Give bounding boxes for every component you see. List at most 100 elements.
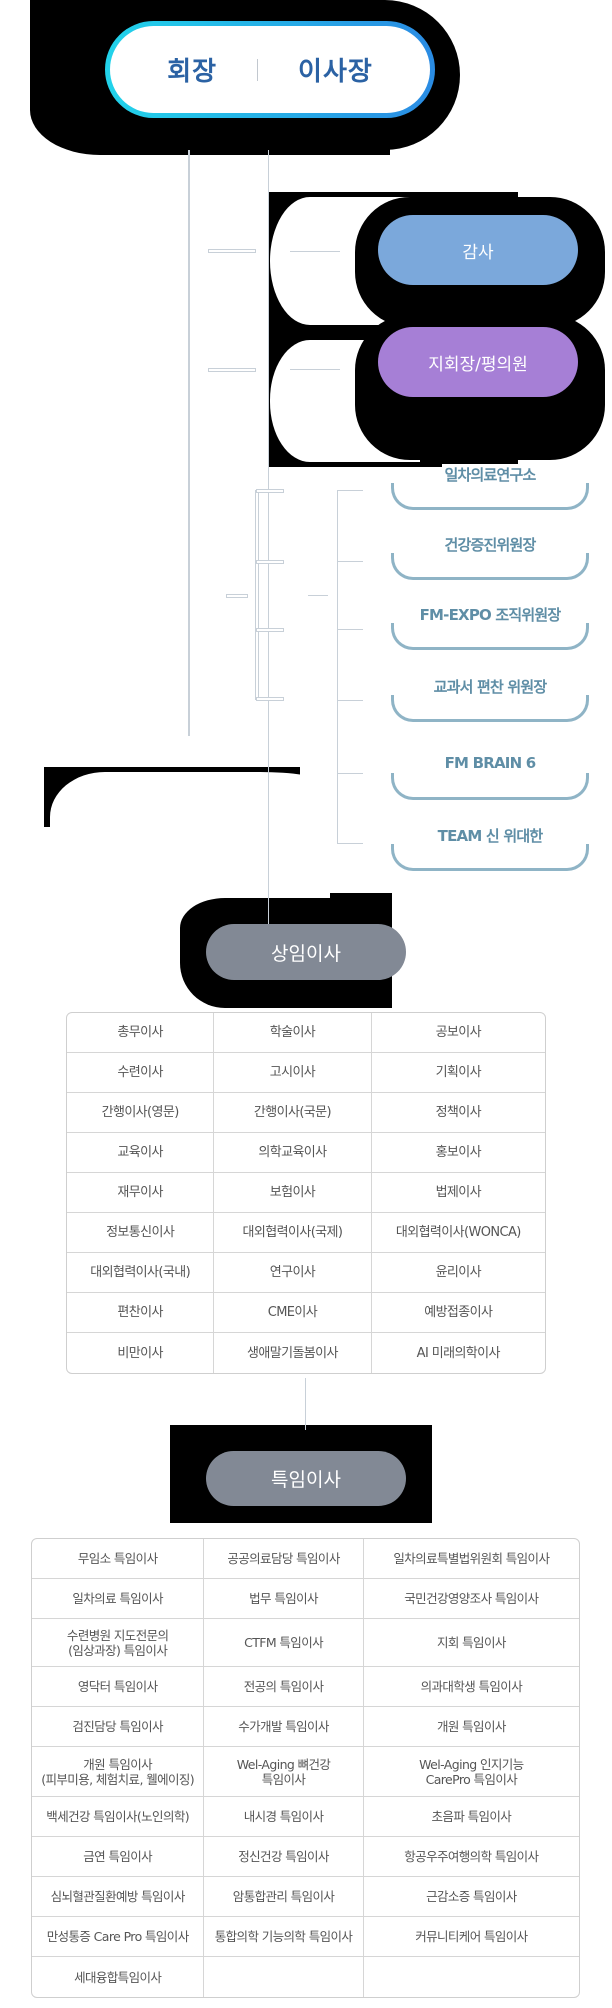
committee-label: 건강증진위원장 xyxy=(442,534,538,555)
table-row: 간행이사(영문)간행이사(국문)정책이사 xyxy=(67,1093,545,1133)
table-cell: 홍보이사 xyxy=(371,1133,545,1173)
table-cell: Wel-Aging 뼈건강 특임이사 xyxy=(204,1747,364,1797)
committee-node: TEAM 신 위대한 xyxy=(390,825,590,871)
branch-council-node: 지회장/평의원 xyxy=(378,327,578,397)
table-cell: 의과대학생 특임이사 xyxy=(363,1667,579,1707)
connector-line xyxy=(337,490,338,844)
committee-label: 교과서 편찬 위원장 xyxy=(431,676,549,697)
auditor-node: 감사 xyxy=(378,215,578,285)
table-cell: 금연 특임이사 xyxy=(32,1837,205,1877)
table-cell: CTFM 특임이사 xyxy=(204,1619,364,1667)
table-cell: 대외협력이사(국내) xyxy=(67,1253,215,1293)
connector-line xyxy=(226,594,248,598)
committee-label: TEAM 신 위대한 xyxy=(435,825,545,846)
table-cell: 재무이사 xyxy=(67,1173,215,1213)
table-cell: 통합의학 기능의학 특임이사 xyxy=(204,1917,364,1957)
table-cell: 무임소 특임이사 xyxy=(32,1539,205,1579)
connector-line xyxy=(337,490,363,491)
table-cell: 공공의료담당 특임이사 xyxy=(204,1539,364,1579)
president-label: 회장 xyxy=(167,57,218,87)
table-cell: 간행이사(영문) xyxy=(67,1093,215,1133)
table-cell: 검진담당 특임이사 xyxy=(32,1707,205,1747)
standing-directors-title: 상임이사 xyxy=(271,942,341,965)
table-cell: 국민건강영양조사 특임이사 xyxy=(363,1579,579,1619)
table-cell: 개원 특임이사 xyxy=(363,1707,579,1747)
table-cell: 보험이사 xyxy=(214,1173,372,1213)
committee-node: 건강증진위원장 xyxy=(390,534,590,580)
table-cell xyxy=(364,1957,579,1997)
connector-line xyxy=(337,843,363,844)
table-cell: 커뮤니티케어 특임이사 xyxy=(363,1917,579,1957)
table-cell: 전공의 특임이사 xyxy=(204,1667,364,1707)
connector-line xyxy=(290,369,340,370)
connector-line xyxy=(337,561,363,562)
table-cell: 비만이사 xyxy=(67,1333,215,1373)
shadow-artifact-mask xyxy=(50,772,320,862)
committee-label: 일차의료연구소 xyxy=(442,464,538,485)
table-cell: AI 미래의학이사 xyxy=(416,1345,501,1361)
table-row: 세대융합특임이사 xyxy=(32,1957,579,1997)
table-cell: 내시경 특임이사 xyxy=(204,1797,364,1837)
committee-node: 교과서 편찬 위원장 xyxy=(390,676,590,722)
committee-node: 일차의료연구소 xyxy=(390,464,590,510)
table-cell: 정신건강 특임이사 xyxy=(204,1837,364,1877)
table-cell: 정보통신이사 xyxy=(67,1213,215,1253)
table-cell: 일차의료특별법위원회 특임이사 xyxy=(363,1539,579,1579)
table-row: 개원 특임이사 (피부미용, 체험치료, 웰에이징)Wel-Aging 뼈건강 … xyxy=(32,1747,579,1797)
divider xyxy=(257,58,259,81)
connector-line xyxy=(256,489,284,493)
table-cell: 심뇌혈관질환예방 특임이사 xyxy=(32,1877,205,1917)
table-cell xyxy=(204,1957,364,1997)
table-cell: 학술이사 xyxy=(214,1013,372,1053)
table-cell: 만성통증 Care Pro 특임이사 xyxy=(32,1917,205,1957)
table-cell: 총무이사 xyxy=(67,1013,215,1053)
table-cell: 편찬이사 xyxy=(67,1293,215,1333)
table-cell: 수가개발 특임이사 xyxy=(204,1707,364,1747)
branch-council-label: 지회장/평의원 xyxy=(428,354,528,375)
table-cell: 대외협력이사(WONCA) xyxy=(371,1213,545,1253)
table-cell: 근감소증 특임이사 xyxy=(363,1877,579,1917)
connector-line xyxy=(290,251,340,252)
connector-line xyxy=(256,697,284,701)
committee-label: FM BRAIN 6 xyxy=(442,754,538,772)
connector-line xyxy=(255,490,259,700)
table-cell: 수련병원 지도전문의 (임상과장) 특임이사 xyxy=(32,1619,205,1667)
special-directors-node: 특임이사 xyxy=(206,1451,406,1506)
table-cell: 백세건강 특임이사(노인의학) xyxy=(32,1797,205,1837)
committee-node: FM-EXPO 조직위원장 xyxy=(390,604,590,650)
table-cell: 예방접종이사 xyxy=(371,1293,545,1333)
table-cell: 정책이사 xyxy=(371,1093,545,1133)
table-cell: 교육이사 xyxy=(67,1133,215,1173)
table-cell: CME이사 xyxy=(214,1293,372,1333)
table-cell: 간행이사(국문) xyxy=(214,1093,372,1133)
table-cell: 고시이사 xyxy=(214,1053,372,1093)
table-cell: 법무 특임이사 xyxy=(204,1579,364,1619)
table-cell: 영닥터 특임이사 xyxy=(32,1667,205,1707)
table-cell: 생애말기돌봄이사 xyxy=(214,1333,372,1373)
table-cell: 세대융합특임이사 xyxy=(32,1957,205,1997)
table-cell: 공보이사 xyxy=(371,1013,545,1053)
table-cell: 지회 특임이사 xyxy=(363,1619,579,1667)
connector-line xyxy=(308,595,328,596)
connector-line xyxy=(256,628,284,632)
committee-node: FM BRAIN 6 xyxy=(390,754,590,800)
leadership-node: 회장 이사장 xyxy=(105,21,435,118)
table-cell: 의학교육이사 xyxy=(214,1133,372,1173)
connector-line xyxy=(337,629,363,630)
